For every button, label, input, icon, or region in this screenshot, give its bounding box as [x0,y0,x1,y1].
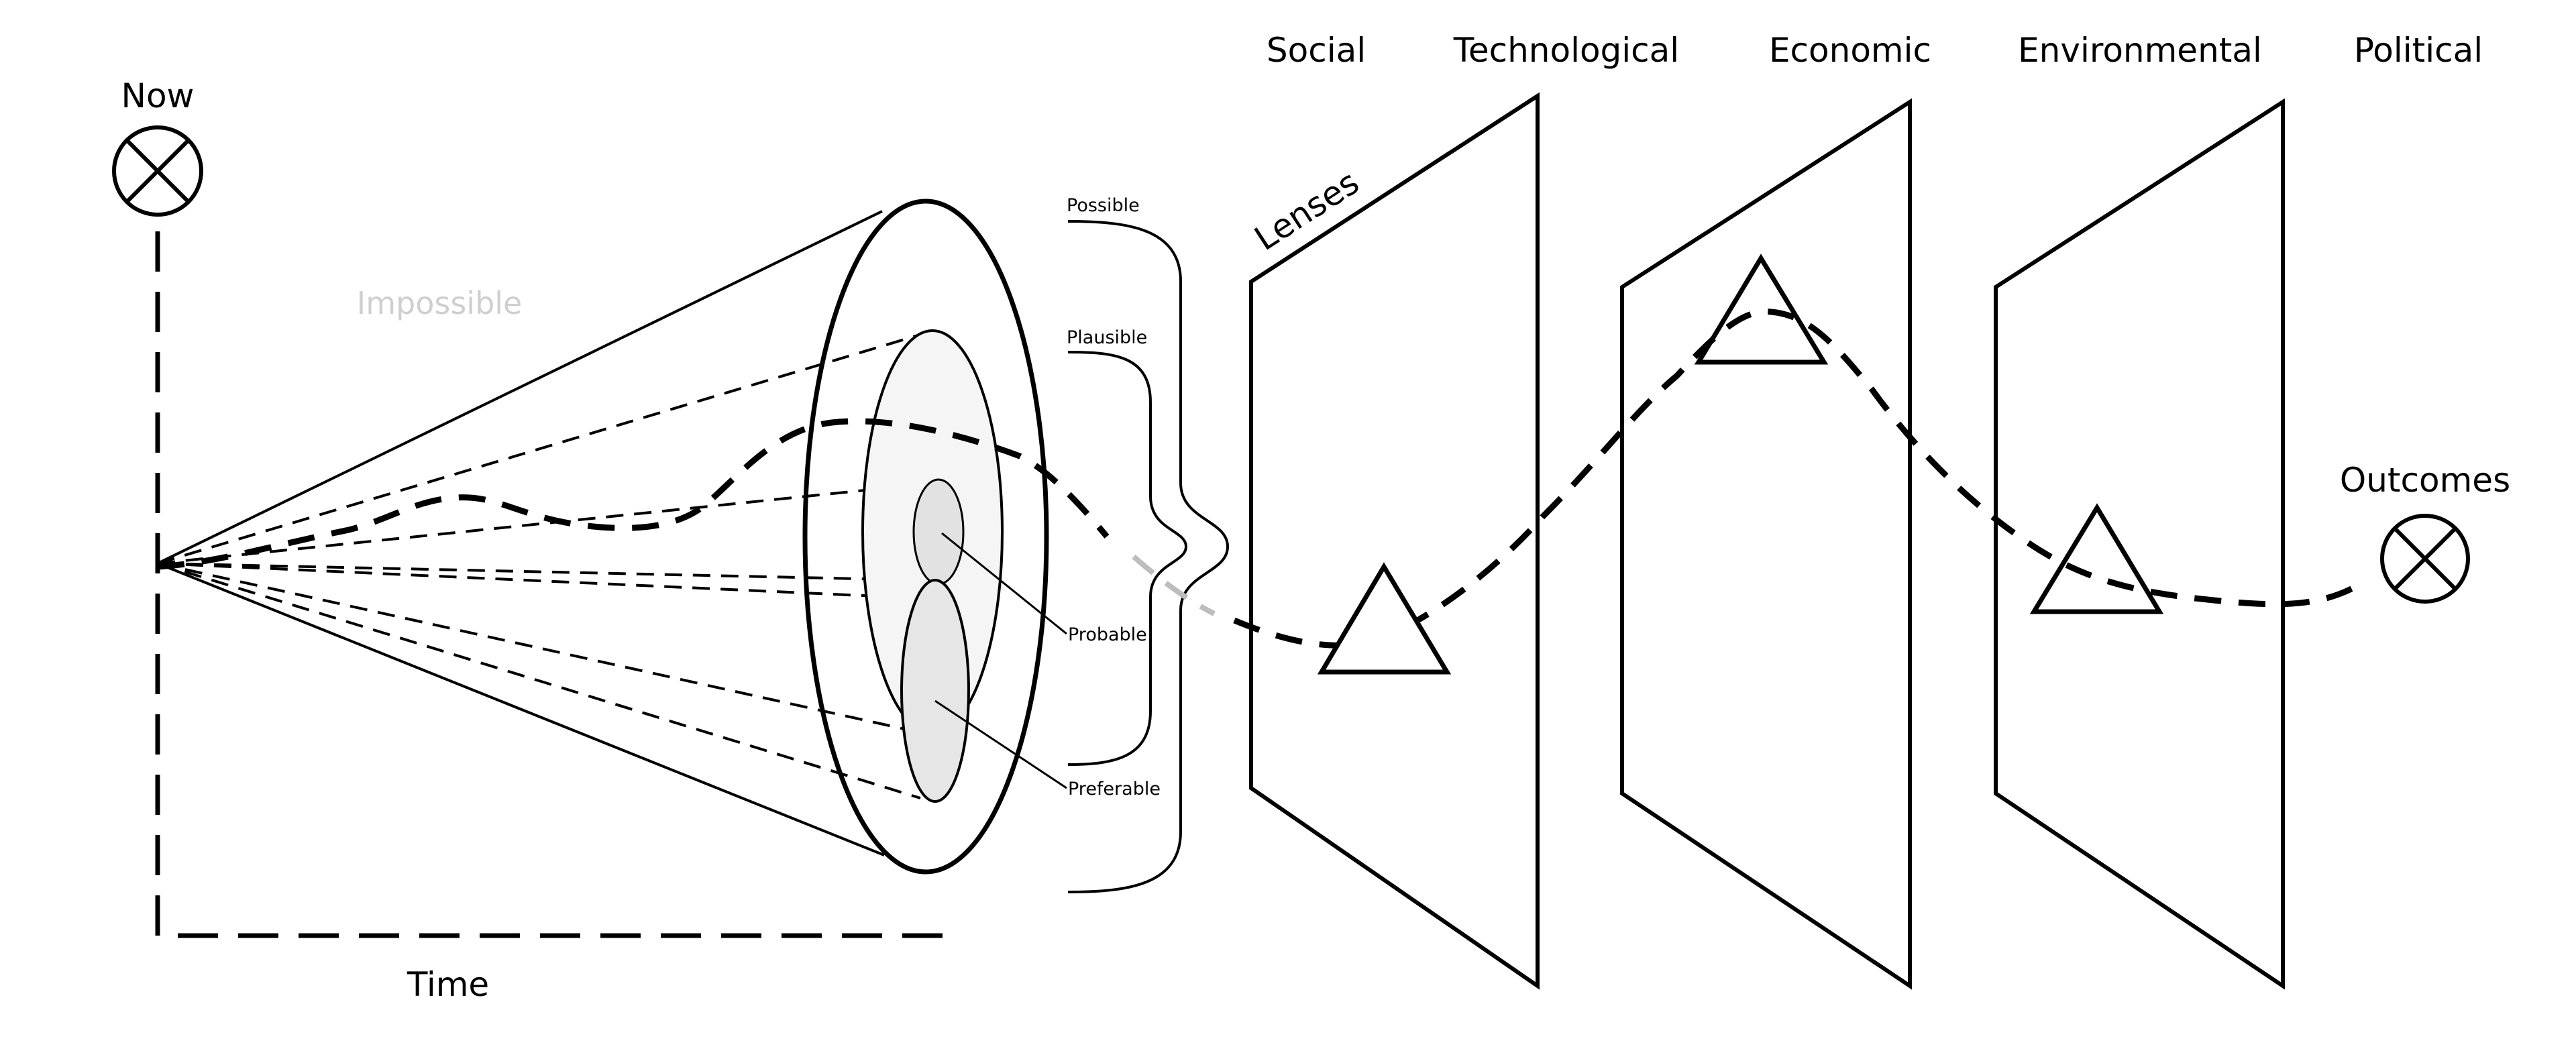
probable-leader [941,532,1067,635]
now-marker-icon [112,125,203,217]
lens-panel-environmental [1994,98,2285,990]
futures-cone [157,199,1049,875]
possible-bracket [1067,220,1230,893]
trajectory-faded [1132,554,1216,616]
possible-ellipse [802,199,1049,875]
now-label: Now [121,76,195,115]
outcomes-label: Outcomes [2340,461,2510,500]
lens-panel-social [1249,92,1540,990]
possible-label: Possible [1067,195,1140,216]
lens-header-technological: Technological [1453,31,1679,70]
time-label: Time [407,965,489,1004]
time-axis [155,231,946,938]
outcome-marker-icon [2380,514,2470,604]
plausible-label: Plausible [1067,327,1147,348]
impossible-label: Impossible [357,285,523,321]
triangle-icon [1694,254,1829,365]
probable-ellipse [912,478,965,586]
lens-panel-economic [1620,98,1912,990]
preferable-ellipse [900,579,970,803]
plausible-bracket [1067,351,1188,766]
lens-header-environmental: Environmental [2018,31,2262,70]
lens-header-social: Social [1267,31,1366,70]
lens-header-economic: Economic [1769,31,1931,70]
trajectory-path [157,309,2363,649]
probable-label: Probable [1068,624,1147,645]
preferable-leader [934,700,1067,789]
lens-header-political: Political [2354,31,2483,70]
triangle-icon [1317,562,1452,675]
preferable-label: Preferable [1068,779,1161,799]
triangle-icon [2029,503,2164,614]
